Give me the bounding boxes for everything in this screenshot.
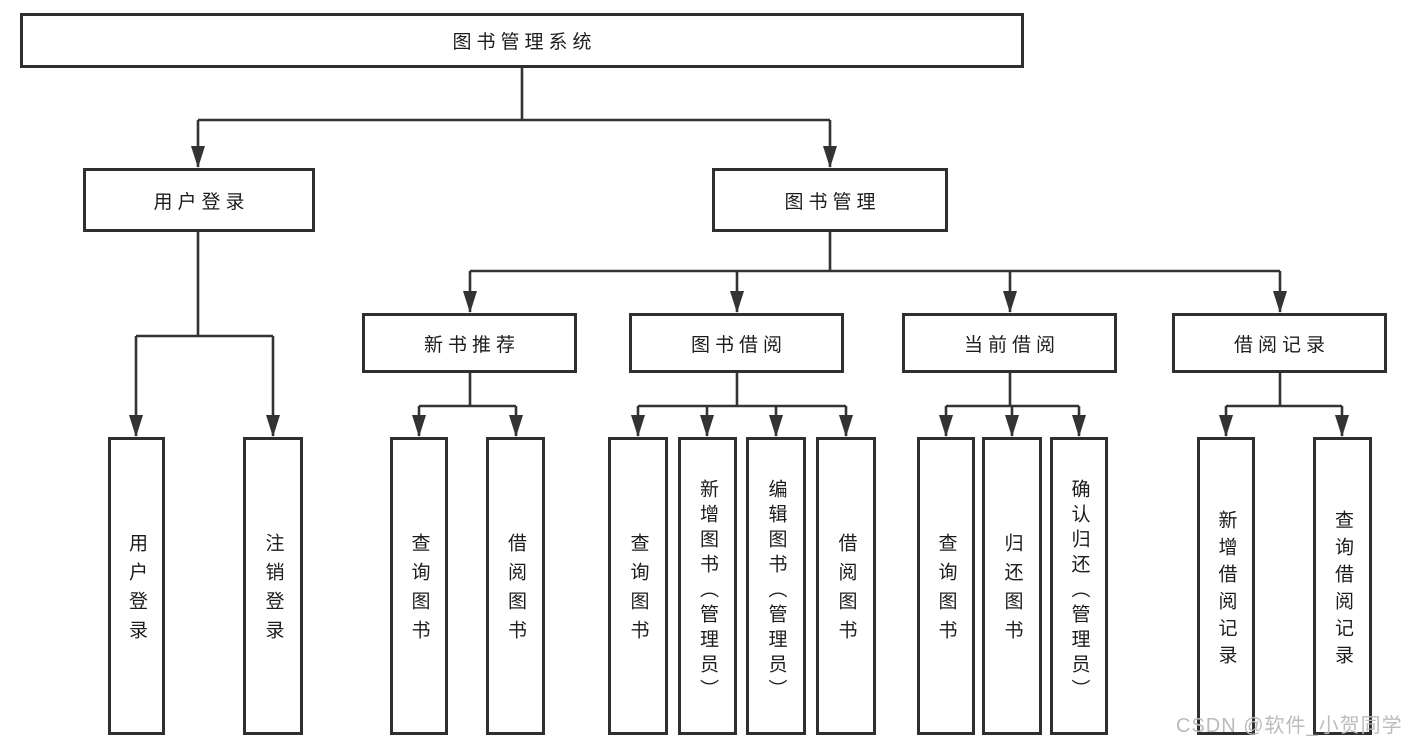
connector-trunks — [136, 68, 1342, 408]
node-borrow-records: 借阅记录 — [1172, 313, 1387, 373]
leaf-query-books-2-label: 查询图书 — [627, 533, 649, 649]
leaf-borrow-books-2: 借阅图书 — [816, 437, 876, 735]
node-root-system: 图书管理系统 — [20, 13, 1024, 68]
node-borrow-records-label: 借阅记录 — [1233, 334, 1330, 356]
node-user-login-branch: 用户登录 — [83, 168, 315, 232]
node-current-borrow: 当前借阅 — [902, 313, 1117, 373]
node-book-management-branch-label: 图书管理 — [784, 191, 881, 213]
leaf-query-borrow-record: 查询借阅记录 — [1313, 437, 1372, 735]
node-new-book-recommend: 新书推荐 — [362, 313, 577, 373]
node-book-borrow-label: 图书借阅 — [690, 334, 787, 356]
leaf-query-books-3: 查询图书 — [917, 437, 975, 735]
leaf-return-books: 归还图书 — [982, 437, 1042, 735]
leaf-add-books-admin-label: 新增图书（管理员） — [697, 478, 718, 704]
leaf-query-books-3-label: 查询图书 — [935, 533, 957, 649]
leaf-add-books-admin: 新增图书（管理员） — [678, 437, 737, 735]
leaf-edit-books-admin-label: 编辑图书（管理员） — [765, 478, 787, 704]
leaf-confirm-return-admin: 确认归还（管理员） — [1050, 437, 1108, 735]
node-new-book-recommend-label: 新书推荐 — [423, 334, 520, 356]
leaf-query-books-2: 查询图书 — [608, 437, 668, 735]
leaf-user-login: 用户登录 — [108, 437, 165, 735]
node-user-login-branch-label: 用户登录 — [153, 191, 250, 213]
node-book-borrow: 图书借阅 — [629, 313, 844, 373]
leaf-query-books-1-label: 查询图书 — [408, 533, 430, 649]
node-current-borrow-label: 当前借阅 — [963, 334, 1060, 356]
leaf-query-books-1: 查询图书 — [390, 437, 448, 735]
leaf-add-borrow-record-label: 新增借阅记录 — [1215, 510, 1237, 672]
leaf-confirm-return-admin-label: 确认归还（管理员） — [1068, 478, 1090, 704]
leaf-logout-label: 注销登录 — [262, 533, 284, 649]
leaf-return-books-label: 归还图书 — [1001, 533, 1023, 649]
node-root-system-label: 图书管理系统 — [452, 32, 597, 53]
leaf-user-login-label: 用户登录 — [126, 533, 147, 649]
csdn-watermark: CSDN @软件_小贺同学 — [1176, 715, 1403, 737]
leaf-borrow-books-1: 借阅图书 — [486, 437, 545, 735]
leaf-borrow-books-2-label: 借阅图书 — [835, 533, 857, 649]
leaf-logout: 注销登录 — [243, 437, 303, 735]
leaf-query-borrow-record-label: 查询借阅记录 — [1332, 510, 1353, 672]
leaf-borrow-books-1-label: 借阅图书 — [505, 533, 526, 649]
leaf-edit-books-admin: 编辑图书（管理员） — [746, 437, 806, 735]
node-book-management-branch: 图书管理 — [712, 168, 948, 232]
leaf-add-borrow-record: 新增借阅记录 — [1197, 437, 1255, 735]
